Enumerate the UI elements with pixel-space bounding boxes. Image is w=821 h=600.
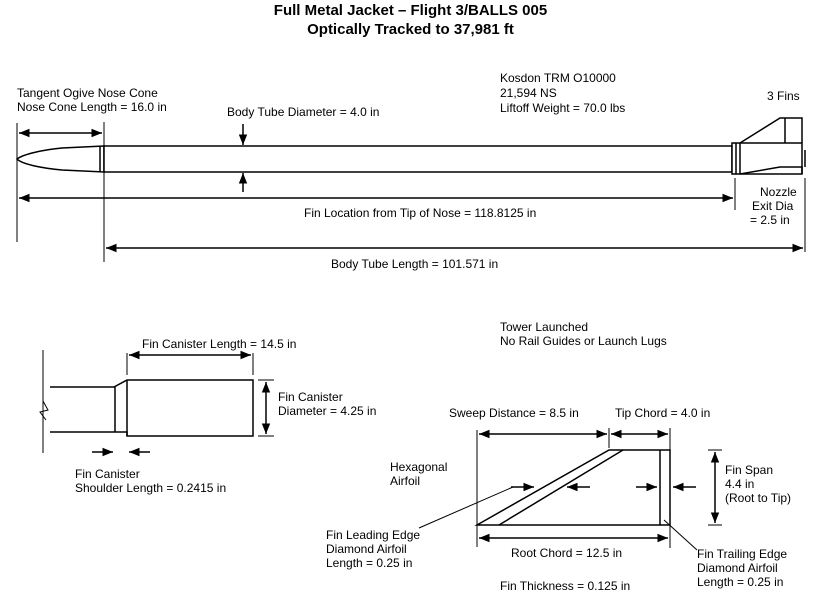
span-label-3: (Root to Tip) <box>725 491 792 505</box>
te-label-1: Fin Trailing Edge <box>697 547 788 561</box>
canister-diameter-label-1: Fin Canister <box>278 390 343 404</box>
body-diameter-label: Body Tube Diameter = 4.0 in <box>227 105 380 119</box>
body-tube <box>103 145 733 173</box>
title-line-1: Full Metal Jacket – Flight 3/BALLS 005 <box>273 2 548 19</box>
nozzle-label-1: Nozzle <box>760 185 797 199</box>
fin-lower <box>739 166 803 175</box>
fin-location-label: Fin Location from Tip of Nose = 118.8125… <box>304 206 537 220</box>
title-line-2: Optically Tracked to 37,981 ft <box>307 21 514 38</box>
tip-chord-label: Tip Chord = 4.0 in <box>615 406 711 420</box>
nozzle-label-3: = 2.5 in <box>750 213 790 227</box>
fin-count-label: 3 Fins <box>767 89 800 103</box>
nose-length-label: Nose Cone Length = 16.0 in <box>17 100 167 114</box>
canister-diameter-label-2: Diameter = 4.25 in <box>278 404 377 418</box>
le-label-1: Fin Leading Edge <box>326 528 421 542</box>
airfoil-label-1: Hexagonal <box>390 460 448 474</box>
span-label-2: 4.4 in <box>725 477 755 491</box>
shoulder-label-1: Fin Canister <box>75 467 140 481</box>
shoulder-label-2: Shoulder Length = 0.2415 in <box>75 481 227 495</box>
fin-canister-detail <box>39 350 254 453</box>
te-leader <box>663 519 698 551</box>
fin-thickness-label: Fin Thickness = 0.125 in <box>500 579 631 593</box>
te-label-3: Length = 0.25 in <box>697 575 784 589</box>
nose-cone <box>15 145 105 173</box>
rocket-side-view <box>15 117 806 175</box>
canister-length-label: Fin Canister Length = 14.5 in <box>142 337 297 351</box>
liftoff-weight-label: Liftoff Weight = 70.0 lbs <box>500 101 626 115</box>
motor-label: Kosdon TRM O10000 <box>500 71 616 85</box>
sweep-label: Sweep Distance = 8.5 in <box>449 406 579 420</box>
te-label-2: Diamond Airfoil <box>697 561 778 575</box>
span-label-1: Fin Span <box>725 463 774 477</box>
body-length-label: Body Tube Length = 101.571 in <box>331 257 499 271</box>
fin-upper <box>739 117 803 144</box>
nose-type-label: Tangent Ogive Nose Cone <box>17 86 158 100</box>
le-label-3: Length = 0.25 in <box>326 556 413 570</box>
launch-label-1: Tower Launched <box>500 320 589 334</box>
airfoil-label-2: Airfoil <box>390 474 421 488</box>
root-chord-label: Root Chord = 12.5 in <box>511 546 623 560</box>
impulse-label: 21,594 NS <box>500 86 557 100</box>
nozzle-label-2: Exit Dia <box>752 199 794 213</box>
le-label-2: Diamond Airfoil <box>326 542 407 556</box>
launch-label-2: No Rail Guides or Launch Lugs <box>500 334 667 348</box>
le-leader <box>418 486 514 529</box>
